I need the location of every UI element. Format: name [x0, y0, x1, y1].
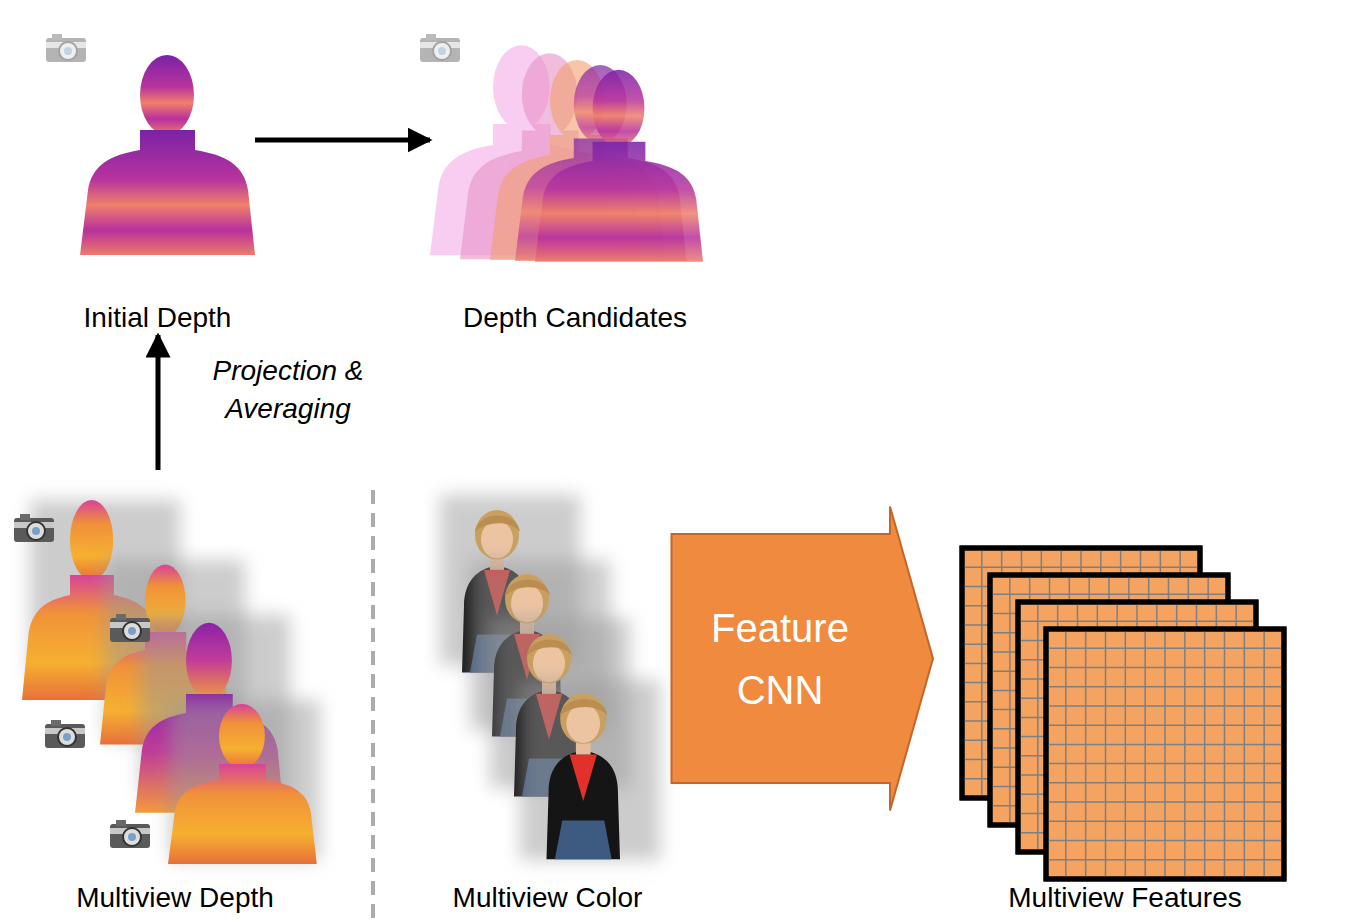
connector-arrow [255, 138, 430, 143]
multiview-depth-figure [14, 500, 320, 864]
feature-cnn-arrow: Feature CNN [670, 505, 935, 812]
node-label: Feature CNN [670, 533, 890, 784]
multiview-color-figure [440, 495, 660, 860]
caption: Multiview Features [955, 881, 1295, 915]
multiview-depth-node: Multiview Depth [10, 470, 340, 915]
depth-map-node: Initial Depth [60, 35, 255, 335]
camera-icon [46, 34, 86, 62]
arrow-shape [670, 505, 935, 812]
divider-line [371, 490, 375, 920]
multiview-color-node: Multiview Color [425, 480, 670, 915]
multiview-features-node: Multiview Features [955, 540, 1295, 915]
feature-maps [962, 548, 1284, 879]
caption: Multiview Depth [10, 881, 340, 915]
depth-silhouette [80, 55, 255, 255]
caption: Multiview Color [425, 881, 670, 915]
caption: Depth Candidates [430, 301, 720, 335]
camera-icon [420, 34, 460, 62]
depth-candidates-node: Depth Candidates [430, 20, 720, 335]
depth-candidates-figure [430, 45, 703, 262]
edge-label: Projection & Averaging [188, 352, 388, 428]
caption: Initial Depth [60, 301, 255, 335]
connector-arrow [156, 335, 161, 470]
